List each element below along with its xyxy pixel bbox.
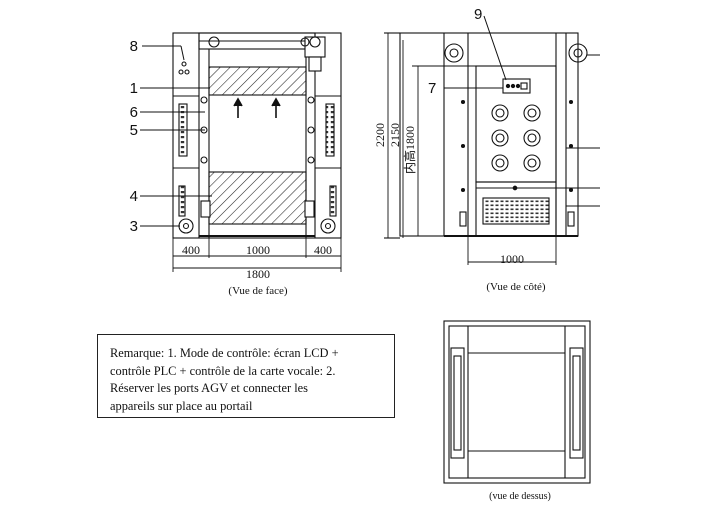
- left-caster-wheel: [178, 218, 194, 234]
- air-nozzles: [491, 104, 541, 172]
- side-dim-2200: 2200: [373, 123, 387, 147]
- callout-8: 8: [130, 38, 138, 55]
- right-caster-wheel: [320, 218, 336, 234]
- right-vent-strip: [325, 103, 335, 157]
- remark-note-box: Remarque: 1. Mode de contrôle: écran LCD…: [97, 334, 395, 418]
- side-dim-2150: 2150: [388, 123, 402, 147]
- note-line-3: Réserver les ports AGV et connecter les: [110, 381, 308, 395]
- callout-7: 7: [428, 80, 436, 97]
- callout-9: 9: [474, 6, 482, 23]
- front-callout-lines: [140, 45, 212, 227]
- top-view: [443, 320, 591, 484]
- top-right-rail: [569, 347, 584, 459]
- front-dim-total: 1800: [246, 267, 270, 281]
- callout-6: 6: [130, 104, 138, 121]
- lower-air-shelf: [208, 171, 307, 225]
- side-top-left-roller: [444, 43, 464, 63]
- top-view-caption: (vue de dessus): [489, 491, 551, 502]
- note-line-1: Remarque: 1. Mode de contrôle: écran LCD…: [110, 346, 339, 360]
- front-view-caption: (Vue de face): [228, 285, 288, 297]
- note-line-4: appareils sur place au portail: [110, 398, 253, 413]
- front-top-left-roller: [208, 36, 220, 48]
- airflow-arrows: [233, 97, 281, 118]
- front-view: [172, 32, 342, 239]
- front-dim-center: 1000: [246, 243, 270, 257]
- callout-3: 3: [130, 218, 138, 235]
- side-view: [384, 32, 588, 239]
- top-outer-frame: [443, 320, 591, 484]
- note-line-2: contrôle PLC + contrôle de la carte voca…: [110, 363, 336, 378]
- callout-5: 5: [130, 122, 138, 139]
- side-top-right-roller: [568, 43, 588, 63]
- upper-air-shelf: [208, 66, 307, 96]
- side-vent-grille: [482, 197, 550, 225]
- side-dimensions: [387, 33, 557, 265]
- top-left-rail: [450, 347, 465, 459]
- side-view-caption: (Vue de côté): [486, 281, 546, 293]
- front-dim-left: 400: [182, 243, 200, 257]
- side-dim-1000: 1000: [500, 252, 524, 266]
- callout-1: 1: [130, 80, 138, 97]
- front-dim-right: 400: [314, 243, 332, 257]
- side-callout-lines: [444, 15, 600, 207]
- front-dimensions: [172, 238, 342, 272]
- callout-4: 4: [130, 188, 138, 205]
- side-dim-inner-1800: 内高1800: [402, 126, 417, 174]
